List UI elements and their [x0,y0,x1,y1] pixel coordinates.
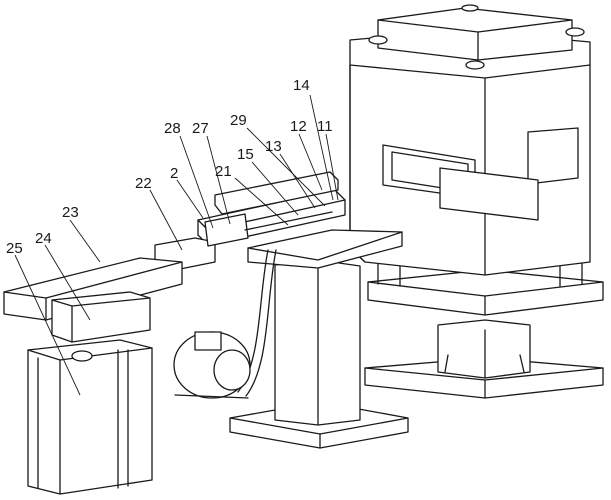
callout-24: 24 [35,230,52,247]
callout-12: 12 [290,118,307,135]
left-rail [3,257,183,495]
callout-28: 28 [164,120,181,137]
callout-11: 11 [317,118,333,135]
callout-25: 25 [6,240,23,257]
callout-13: 13 [265,138,282,155]
callout-14: 14 [293,77,310,94]
callout-labels: 14 29 12 11 28 27 13 15 21 2 22 23 24 25 [6,77,333,257]
work-table [229,229,409,449]
blower-motor [173,249,277,399]
callout-2: 2 [170,165,178,182]
leader-lines [14,94,339,396]
callout-27: 27 [192,120,209,137]
callout-15: 15 [237,146,254,163]
callout-21: 21 [215,163,232,180]
callout-29: 29 [230,112,247,129]
callout-23: 23 [62,204,79,221]
press-machine [349,4,604,399]
callout-22: 22 [135,175,152,192]
